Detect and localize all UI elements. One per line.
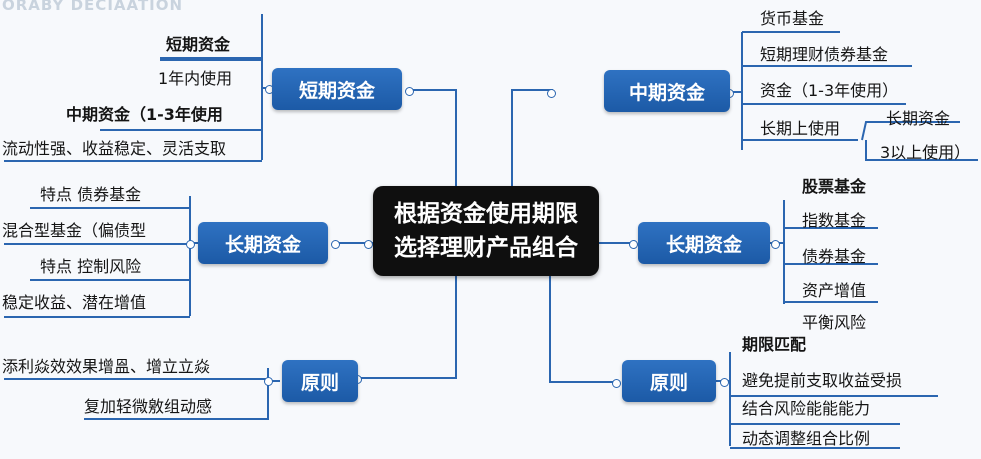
leaf-left-short-within-1yr[interactable]: 1年内使用 [158, 68, 232, 90]
connector-dot [612, 379, 621, 388]
branch-left-long-funds[interactable]: 长期资金 [198, 222, 328, 264]
branch-right-mid-funds[interactable]: 中期资金 [604, 70, 730, 112]
leaf-right-long-balance-risk[interactable]: 平衡风险 [802, 312, 866, 334]
connector-dot [186, 240, 195, 249]
leaf-right-mid-1-3yr[interactable]: 资金（1-3年使用） [760, 80, 898, 102]
leaf-right-long-asset-growth[interactable]: 资产增值 [802, 280, 866, 302]
center-topic[interactable]: 根据资金使用期限 选择理财产品组合 [373, 186, 599, 276]
connector-dot [364, 240, 373, 249]
leaf-right-principle-heading[interactable]: 期限匹配 [742, 334, 806, 356]
connector-dot [720, 378, 729, 387]
leaf-left-mid-heading[interactable]: 中期资金（1-3年使用 [66, 104, 223, 126]
leaf-right-long-bond-fund[interactable]: 债券基金 [802, 246, 866, 268]
leaf-right-long-stock-fund[interactable]: 股票基金 [802, 176, 866, 198]
leaf-right-principle-risk-capacity[interactable]: 结合风险能能能力 [742, 398, 870, 420]
center-topic-line-1: 根据资金使用期限 [394, 197, 578, 231]
branch-left-short-funds[interactable]: 短期资金 [272, 68, 402, 110]
connector-dot [547, 89, 556, 98]
connector-dot [405, 87, 414, 96]
branch-right-long-funds[interactable]: 长期资金 [638, 222, 770, 264]
leaf-right-principle-dynamic-adjust[interactable]: 动态调整组合比例 [742, 428, 870, 450]
branch-right-principle[interactable]: 原则 [622, 360, 716, 402]
leaf-right-mid-long-funds[interactable]: 长期资金 [886, 108, 950, 130]
leaf-right-mid-3yr-plus[interactable]: 3以上使用） [880, 142, 970, 164]
leaf-right-long-index-fund[interactable]: 指数基金 [802, 210, 866, 232]
connector-dot [331, 240, 340, 249]
leaf-right-principle-avoid-early[interactable]: 避免提前支取收益受损 [742, 370, 902, 392]
connector-dot [629, 240, 638, 249]
leaf-left-long-hybrid-fund[interactable]: 混合型基金（偏债型 [2, 220, 146, 242]
center-topic-line-2: 选择理财产品组合 [394, 231, 578, 265]
leaf-left-short-heading[interactable]: 短期资金 [166, 34, 230, 56]
connector-dot [771, 240, 780, 249]
leaf-right-mid-short-bond-fund[interactable]: 短期理财债券基金 [760, 44, 888, 66]
leaf-left-principle-1[interactable]: 添利焱效效果增𥁕、增立立焱 [2, 356, 210, 378]
branch-left-principle[interactable]: 原则 [282, 360, 358, 402]
leaf-left-long-stable-return[interactable]: 稳定收益、潜在增值 [2, 292, 146, 314]
connector-dot [264, 377, 273, 386]
leaf-left-long-risk-control[interactable]: 特点 控制风险 [40, 256, 141, 278]
leaf-left-principle-2[interactable]: 复加轻微𢼸敫组动感 [84, 396, 212, 418]
leaf-right-mid-money-fund[interactable]: 货币基金 [760, 8, 824, 30]
leaf-left-long-bond-fund[interactable]: 特点 债券基金 [40, 184, 141, 206]
leaf-left-short-features[interactable]: 流动性强、收益稳定、灵活支取 [2, 138, 226, 160]
leaf-right-mid-long-use[interactable]: 长期上使用 [760, 118, 840, 140]
